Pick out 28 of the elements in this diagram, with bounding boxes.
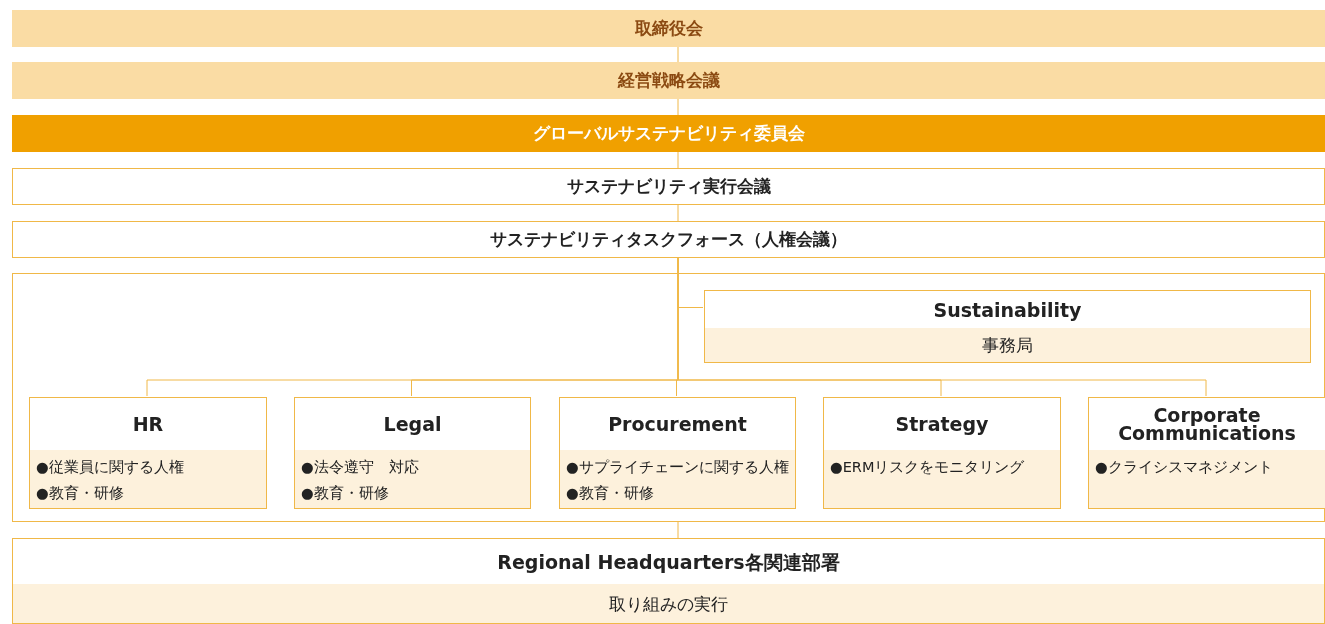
bullet-item: ●教育・研修 <box>565 484 655 503</box>
body-text: 事務局 <box>982 334 1033 357</box>
bullet-item: ●ERMリスクをモニタリング <box>829 458 1026 477</box>
committee-band: サステナビリティタスクフォース（人権会議） <box>12 221 1325 258</box>
connector-line <box>677 521 679 539</box>
bullet-item: ●サプライチェーンに関する人権 <box>565 458 790 477</box>
connector-line <box>677 98 679 116</box>
bullet-item: ●クライシスマネジメント <box>1094 458 1274 477</box>
group-frame <box>12 273 1325 522</box>
connector-line <box>677 46 679 63</box>
department-box <box>294 397 531 509</box>
department-box <box>1088 397 1325 509</box>
body-text: 取り組みの実行 <box>609 592 728 616</box>
department-box <box>559 397 796 509</box>
bullet-item: ●教育・研修 <box>35 484 125 503</box>
execution-box <box>12 538 1325 624</box>
department-box <box>823 397 1061 509</box>
bullet-item: ●教育・研修 <box>300 484 390 503</box>
bullet-item: ●法令遵守 対応 <box>300 458 420 477</box>
committee-band: 経営戦略会議 <box>12 62 1325 99</box>
bullet-item: ●従業員に関する人権 <box>35 458 185 477</box>
office-box <box>704 290 1311 363</box>
department-box <box>29 397 267 509</box>
committee-band: サステナビリティ実行会議 <box>12 168 1325 205</box>
connector-line <box>677 151 679 169</box>
connector-line <box>677 204 679 222</box>
committee-band: グローバルサステナビリティ委員会 <box>12 115 1325 152</box>
committee-band: 取締役会 <box>12 10 1325 47</box>
